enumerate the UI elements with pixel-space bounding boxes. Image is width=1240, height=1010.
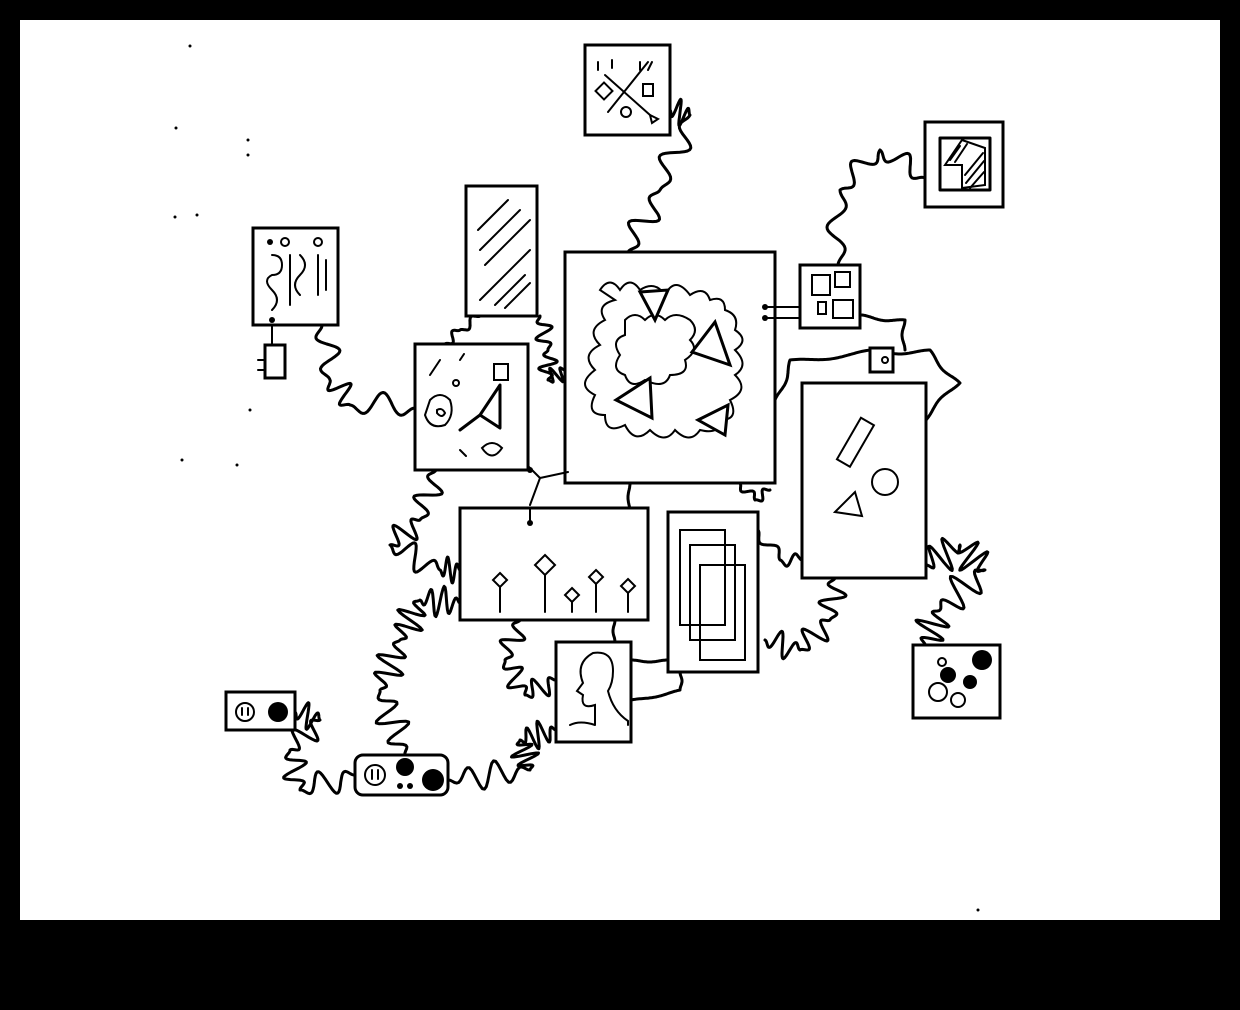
cable-10	[498, 618, 558, 699]
cable-16	[756, 528, 804, 568]
lollipop-mark	[587, 568, 605, 613]
portrait-sketch-panel	[554, 640, 633, 744]
cable-3	[314, 323, 417, 417]
left-circuit-panel	[251, 226, 340, 380]
lollipop-mark	[563, 586, 581, 613]
power-strip	[353, 753, 450, 797]
lollipop-mark	[533, 553, 557, 613]
top-pattern-panel	[583, 43, 672, 137]
cable-13	[914, 536, 990, 647]
cable-4	[534, 314, 567, 384]
cable-15	[738, 481, 772, 503]
hatched-panel	[464, 184, 539, 318]
framed-hatched-artwork	[923, 120, 1005, 209]
cable-12	[282, 701, 357, 796]
stray-ink-specks	[173, 44, 980, 912]
overlapping-rectangles-panel	[666, 510, 760, 674]
cable-6	[773, 348, 962, 422]
cable-5	[443, 314, 482, 346]
blob-artwork-panel	[911, 643, 1002, 720]
cable-7	[860, 313, 907, 352]
cable-11	[446, 719, 558, 791]
cable-8	[388, 468, 462, 585]
abstract-face-panel	[413, 342, 533, 473]
cable-19	[629, 670, 684, 702]
lollipop-chart-panel	[458, 465, 650, 622]
wall-outlet	[224, 690, 297, 732]
cable-20	[611, 618, 617, 644]
cable-1	[626, 97, 693, 254]
cable-18	[629, 658, 670, 664]
cable-2	[825, 148, 927, 267]
squiggly-cables	[282, 97, 990, 796]
right-shapes-panel	[800, 381, 928, 580]
lollipop-mark	[619, 577, 637, 613]
lollipop-mark	[491, 571, 509, 613]
cable-9	[373, 584, 462, 757]
central-maze-panel	[563, 250, 777, 485]
cable-14	[763, 576, 848, 661]
small-component-box	[762, 263, 895, 374]
